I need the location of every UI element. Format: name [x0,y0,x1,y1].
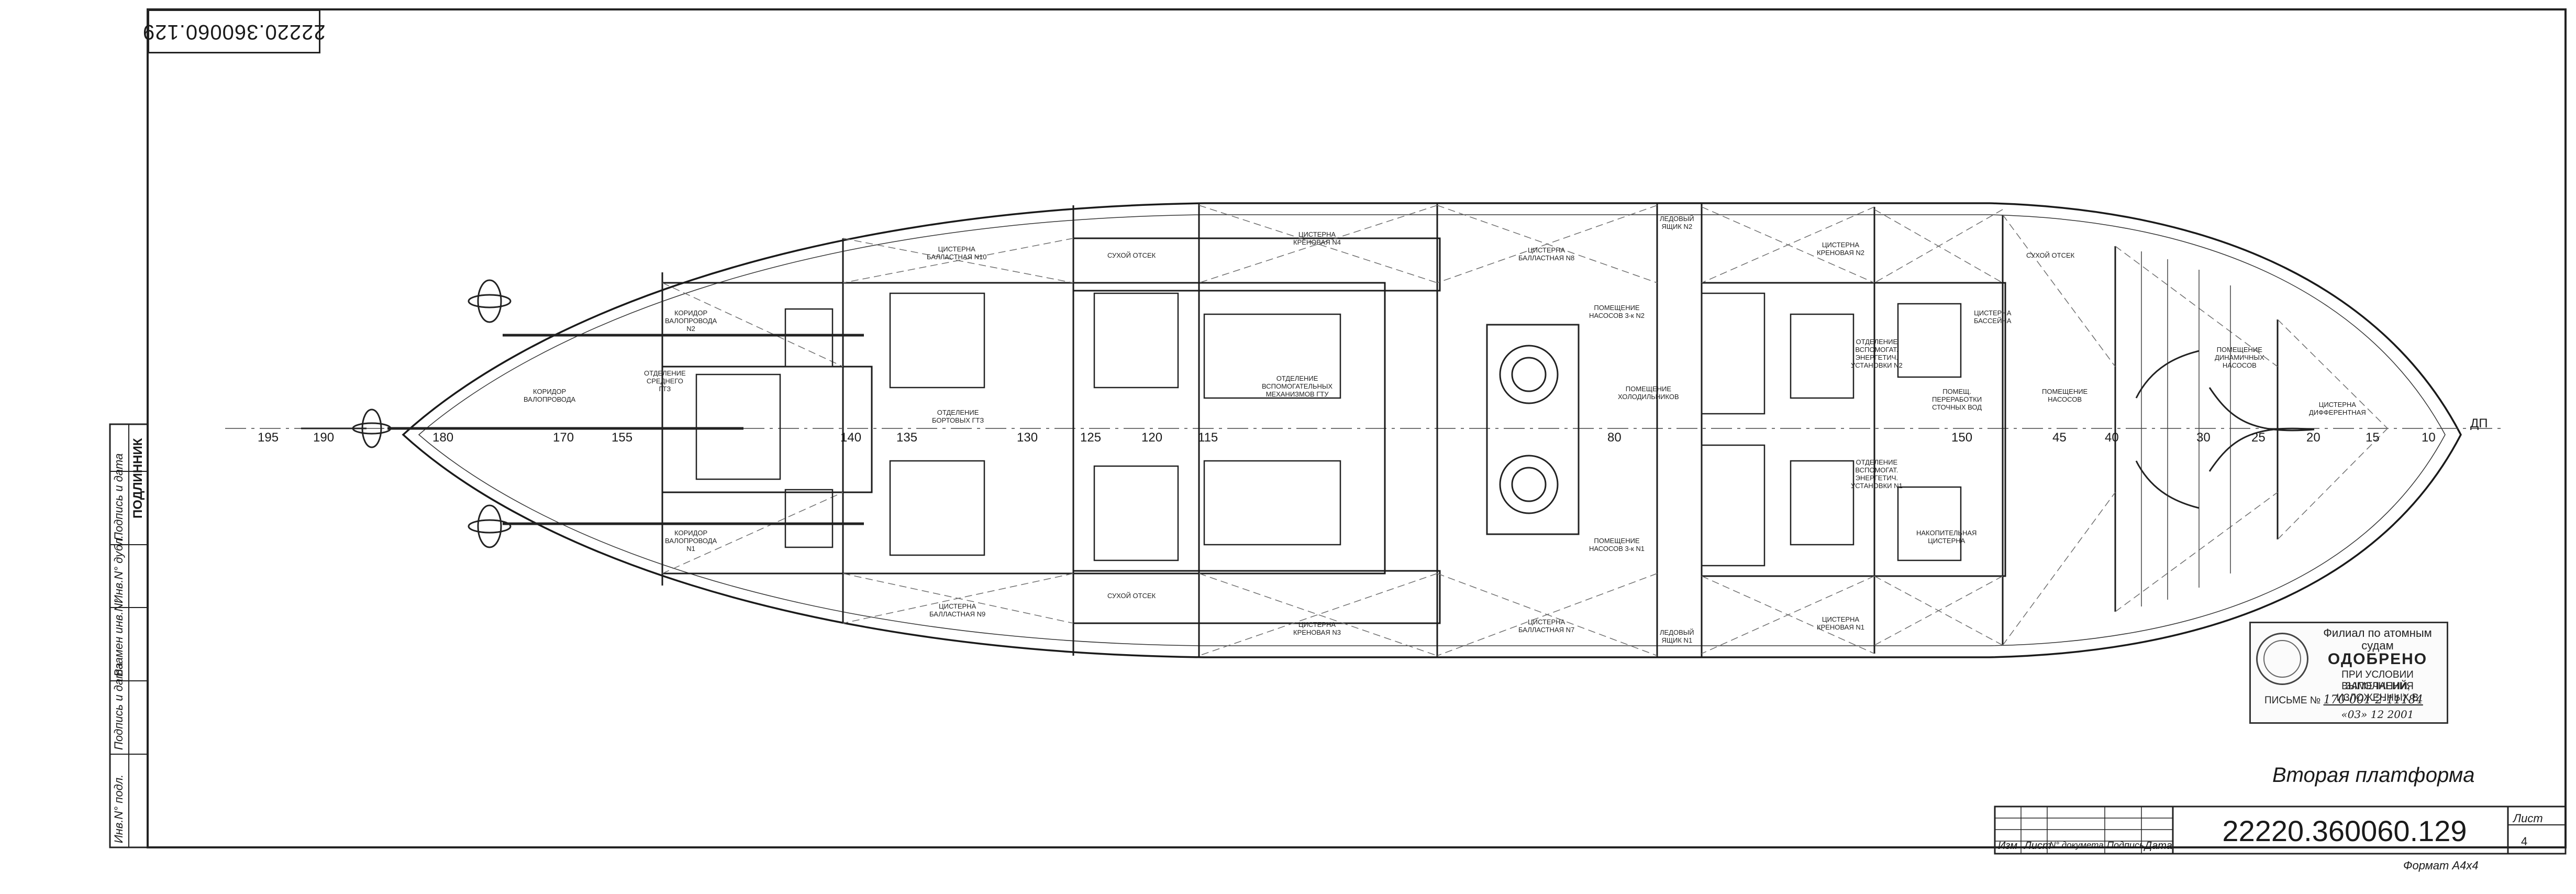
side-column-label: Инв.N° подл. [112,774,125,843]
room-label: ЦИСТЕРНА КРЕНОВАЯ N4 [1293,230,1341,246]
doc-number-top: 22220.360060.129 [142,9,326,53]
title-block-header: Лист [2024,840,2051,852]
room-label: КОРИДОР ВАЛОПРОВОДА N2 [665,309,717,333]
stamp-line3: ПРИ УСЛОВИИ ВЫПОЛНЕНИЯ [2341,669,2414,692]
seal-icon [2256,633,2308,685]
room-label: ПОМЕЩЕНИЕ ДИНАМИЧНЫХ НАСОСОВ [2215,346,2264,369]
room-label: ОТДЕЛЕНИЕ СРЕДНЕГО ГТЗ [644,369,686,393]
side-column-label: Взамен инв.N° [112,598,125,677]
room-label: ПОМЕЩЕНИЕ НАСОСОВ 3-к N2 [1589,304,1645,319]
hull-outline [402,202,2462,658]
title-block-header: Дата [2145,840,2172,852]
room-label: КОРИДОР ВАЛОПРОВОДА N1 [665,529,717,553]
room-label: ЦИСТЕРНА КРЕНОВАЯ N3 [1293,621,1341,636]
title-block-header: Изм [1998,840,2018,852]
frame-number: ДП [2470,416,2488,431]
stamp-title: ОДОБРЕНО [2327,650,2428,668]
frame-number: 130 [1017,431,1038,445]
room-label: ПОМЕЩЕНИЕ ХОЛОДИЛЬНИКОВ [1618,385,1679,401]
stamp-line1: Филиал по атомным [2323,626,2432,639]
room-label: ЦИСТЕРНА БАЛЛАСТНАЯ N10 [927,245,987,261]
room-label: ОТДЕЛЕНИЕ ВСПОМОГАТЕЛЬНЫХ МЕХАНИЗМОВ ГТУ [1262,374,1333,398]
room-label: ОТДЕЛЕНИЕ БОРТОВЫХ ГТЗ [932,409,984,424]
frame-number: 125 [1080,431,1102,445]
stamp-line2: судам [2361,639,2394,652]
room-label: ПОМЕЩЕНИЕ НАСОСОВ 3-к N1 [1589,537,1645,553]
doc-number-top-text: 22220.360060.129 [142,20,326,43]
sheet-title: Вторая платформа [2272,764,2475,787]
frame-number: 25 [2251,431,2266,445]
title-block-doc-number: 22220.360060.129 [2222,814,2467,847]
stamp-line4: ЗАМЕЧАНИЙ, ИЗЛОЖЕННЫХ В [2336,681,2419,703]
propellers [301,279,512,548]
frame-number: 20 [2306,431,2320,445]
frame-number: 115 [1198,431,1218,445]
room-label: ЦИСТЕРНА БАЛЛАСТНАЯ N9 [929,602,986,618]
title-block-header: Подпись [2107,840,2145,851]
room-label: СУХОЙ ОТСЕК [1107,251,1156,259]
room-label: ОТДЕЛЕНИЕ ВСПОМОГАТ. ЭНЕРГЕТИЧ. УСТАНОВК… [1851,458,1903,490]
frame-number: 80 [1607,431,1622,445]
frame-number: 10 [2422,431,2436,445]
side-column-label: Подпись и дата [112,453,125,540]
title-block-header: N° докумета [2049,840,2104,850]
frame-number: 135 [896,431,918,445]
stamp-date: «03» 12 2001 [2341,708,2414,721]
frame-number: 30 [2196,431,2211,445]
stamp-letter-label: ПИСЬМЕ № [2264,695,2321,706]
room-label: КОРИДОР ВАЛОПРОВОДА [524,388,576,403]
frame-number: 45 [2052,431,2067,445]
room-label: ПОМЕЩ. ПЕРЕРАБОТКИ СТОЧНЫХ ВОД [1932,388,1982,411]
stamp-letter: ПИСЬМЕ № 170-001-2-11184 [2264,693,2442,707]
room-label: ЦИСТЕРНА ДИФФЕРЕНТНАЯ [2309,401,2366,416]
frame-number: 180 [432,431,454,445]
room-label: СУХОЙ ОТСЕК [1107,592,1156,600]
room-label: ПОМЕЩЕНИЕ НАСОСОВ [2042,388,2088,403]
room-label: ЛЕДОВЫЙ ЯЩИК N2 [1660,215,1694,230]
sheet-label: Лист [2513,812,2543,825]
side-stamp-podlinnik: ПОДЛИННИК [131,438,145,518]
stamp-letter-value: 170-001-2-11184 [2323,693,2423,707]
side-column-label: Инв.N° дубл. [112,535,125,603]
room-label: НАКОПИТЕЛЬНАЯ ЦИСТЕРНА [1916,529,1977,545]
format-label: Формат А4х4 [2403,859,2479,872]
sheet-number: 4 [2521,835,2528,848]
frame-number: 120 [1141,431,1163,445]
room-label: ЦИСТЕРНА КРЕНОВАЯ N1 [1817,615,1864,631]
title-block [1994,805,2567,855]
room-label: СУХОЙ ОТСЕК [2026,251,2075,259]
room-label: ЛЕДОВЫЙ ЯЩИК N1 [1660,628,1694,644]
frame-number: 140 [840,431,862,445]
frame-number: 190 [313,431,335,445]
frame-number: 15 [2366,431,2380,445]
approval-stamp: Филиал по атомным судам ОДОБРЕНО ПРИ УСЛ… [2249,622,2448,724]
frame-number: 150 [1951,431,1973,445]
frame-number: 195 [258,431,279,445]
room-label: ОТДЕЛЕНИЕ ВСПОМОГАТ. ЭНЕРГЕТИЧ. УСТАНОВК… [1851,338,1903,369]
room-label: ЦИСТЕРНА БАССЕЙНА [1974,309,2012,325]
frame-number: 40 [2105,431,2119,445]
frame-number: 155 [612,431,633,445]
room-label: ЦИСТЕРНА БАЛЛАСТНАЯ N7 [1518,618,1575,634]
seal-inner-icon [2263,640,2301,678]
room-label: ЦИСТЕРНА КРЕНОВАЯ N2 [1817,241,1864,257]
frame-number: 170 [553,431,574,445]
room-label: ЦИСТЕРНА БАЛЛАСТНАЯ N8 [1518,246,1575,262]
